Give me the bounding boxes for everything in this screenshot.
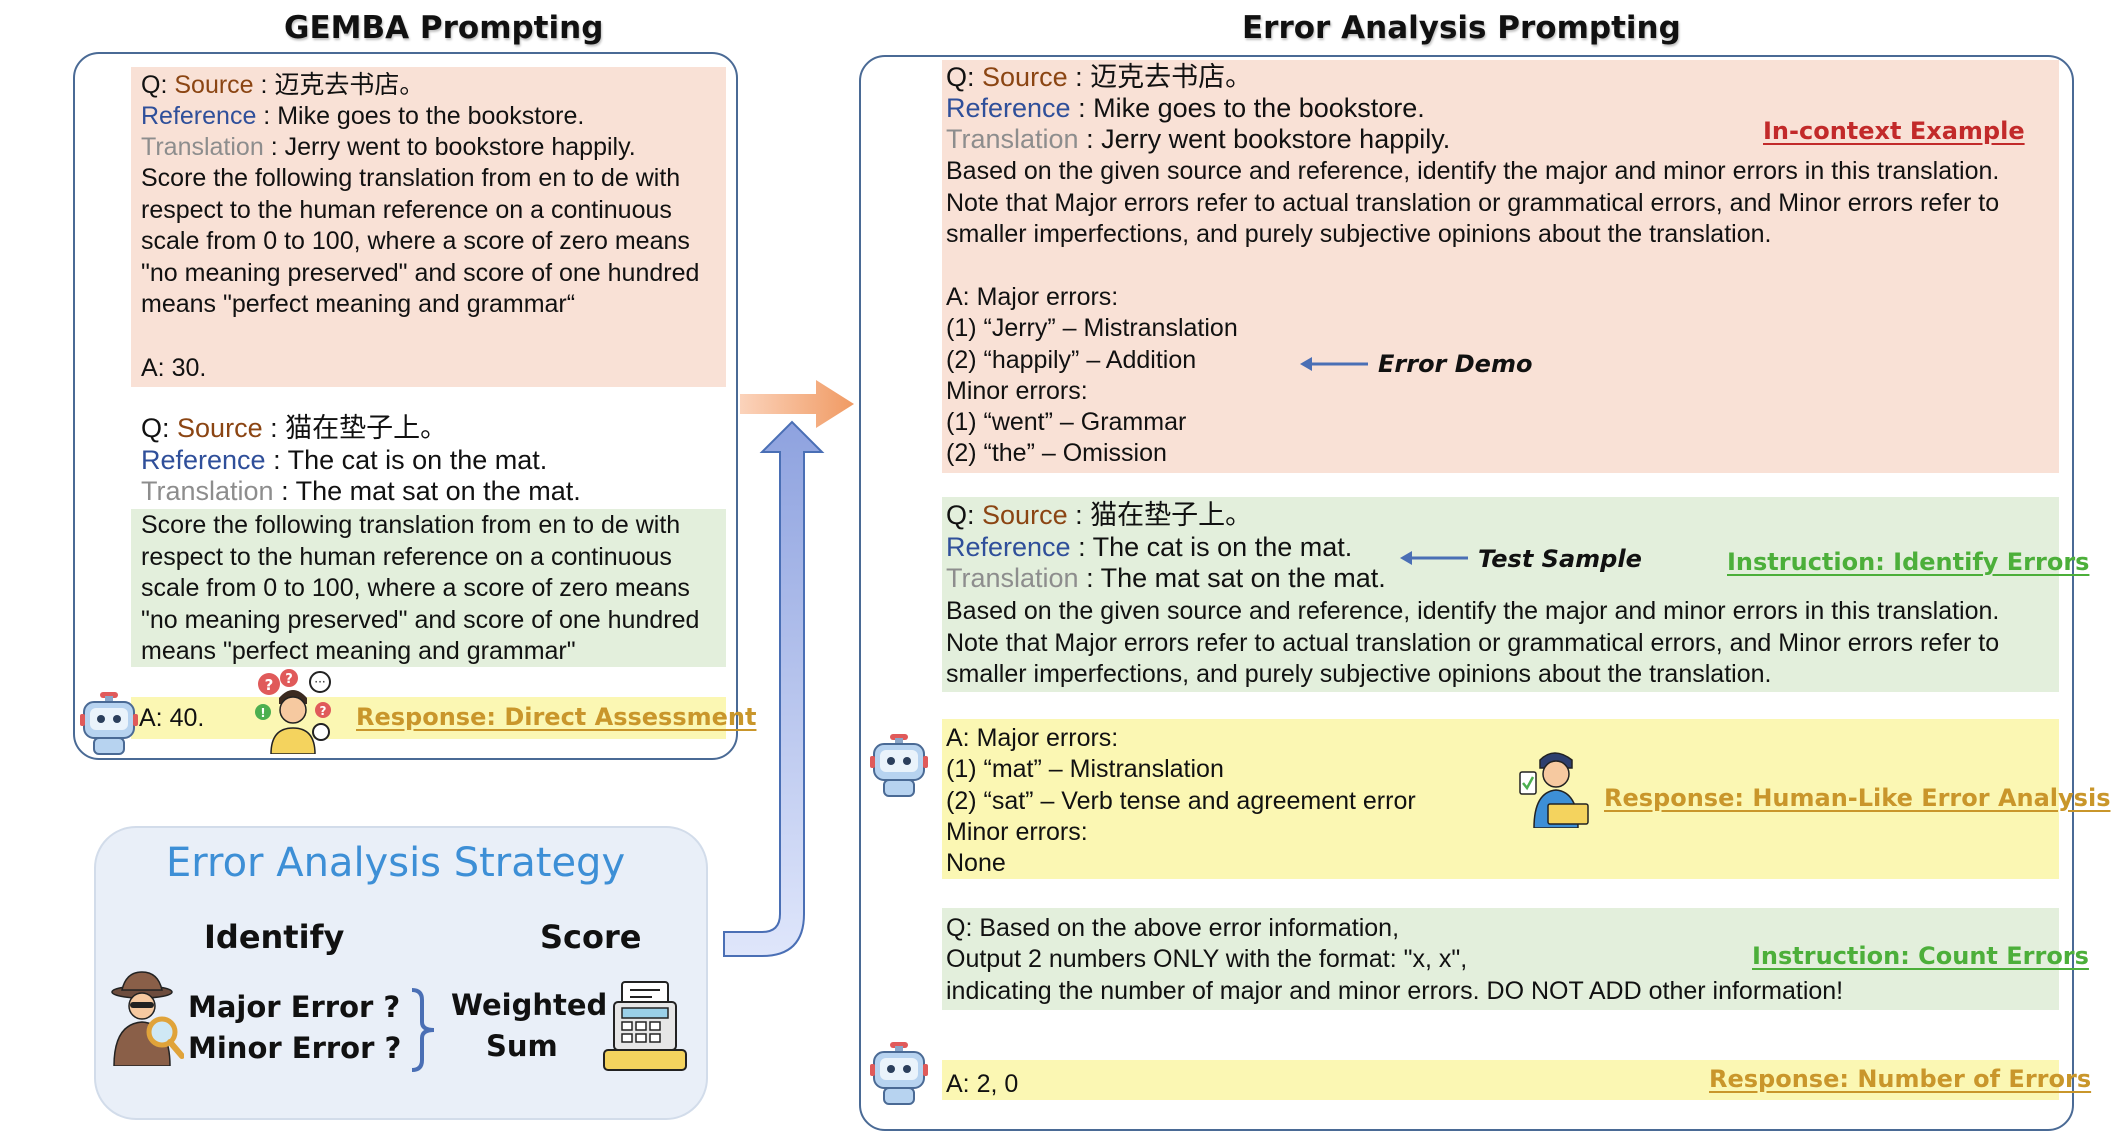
- ea-resp-line-4: Minor errors:: [946, 818, 1088, 846]
- robot-icon: [80, 692, 138, 755]
- gemba-instruction-block: [131, 509, 726, 667]
- gemba-ex2-source: Q: Source : 猫在垫子上。: [141, 413, 448, 443]
- svg-text:···: ···: [314, 675, 325, 689]
- gemba-title: GEMBA Prompting: [284, 10, 604, 46]
- gemba-ex2-instruction: Score the following translation from en …: [141, 511, 700, 665]
- svg-text:?: ?: [285, 672, 293, 687]
- ea-ex-instruction: Based on the given source and reference,…: [946, 157, 2000, 248]
- ea-ex-source: Q: Source : 迈克去书店。: [946, 62, 1253, 92]
- gemba-ex1-answer: A: 30.: [141, 354, 207, 382]
- analyst-icon: [1519, 752, 1589, 828]
- detective-icon: [111, 971, 184, 1066]
- strategy-box: [94, 826, 708, 1120]
- brace-icon: [411, 988, 435, 1072]
- ea-test-source: Q: Source : 猫在垫子上。: [946, 500, 1253, 530]
- gemba-ex1-source: Q: Source : 迈克去书店。: [141, 71, 425, 99]
- ea-ex-line-2: (1) “Jerry” – Mistranslation: [946, 314, 1238, 342]
- ea-test-instruction: Based on the given source and reference,…: [946, 597, 2000, 688]
- ea-ex-translation: Translation : Jerry went bookstore happi…: [946, 124, 1451, 154]
- svg-text:?: ?: [265, 676, 274, 694]
- gemba-ex2-reference: Reference : The cat is on the mat.: [141, 445, 548, 475]
- gemba-ex1-translation: Translation : Jerry went to bookstore ha…: [141, 133, 636, 161]
- error-demo-note: Error Demo: [1378, 350, 1533, 378]
- major-error-text: Major Error ?: [188, 990, 401, 1024]
- error-analysis-title: Error Analysis Prompting: [1242, 10, 1681, 46]
- robot-icon: [870, 734, 928, 797]
- gemba-ex2-translation: Translation : The mat sat on the mat.: [141, 476, 581, 506]
- svg-text:?: ?: [320, 704, 327, 718]
- robot-icon: [870, 1042, 928, 1105]
- error-analysis-response-block: [942, 719, 2059, 879]
- ea-test-translation: Translation : The mat sat on the mat.: [946, 563, 1386, 593]
- in-context-example-label: In-context Example: [1763, 117, 2025, 145]
- left-arrow-icon: [1300, 357, 1368, 371]
- identify-heading: Identify: [204, 918, 345, 956]
- left-arrow-icon: [1400, 551, 1468, 565]
- svg-text:!: !: [260, 706, 265, 720]
- test-sample-note: Test Sample: [1478, 545, 1642, 573]
- gemba-ex1-instruction: Score the following translation from en …: [141, 164, 700, 318]
- number-response-block: [942, 1060, 2059, 1100]
- gemba-example-block: [131, 67, 726, 387]
- confused-person-icon: ? ? ··· ! ?: [255, 669, 331, 754]
- ea-resp-line-1: A: Major errors:: [946, 724, 1119, 752]
- ea-ex-line-1: A: Major errors:: [946, 283, 1119, 311]
- instruction-count-errors-label: Instruction: Count Errors: [1752, 942, 2089, 970]
- ea-ex-line-4: Minor errors:: [946, 377, 1088, 405]
- sum-text: Sum: [486, 1029, 558, 1063]
- ea-ex-line-3: (2) “happily” – Addition: [946, 346, 1197, 374]
- number-answer: A: 2, 0: [946, 1070, 1019, 1098]
- response-human-like-label: Response: Human-Like Error Analysis: [1604, 784, 2111, 812]
- response-number-of-errors-label: Response: Number of Errors: [1709, 1065, 2092, 1093]
- response-direct-assessment-label: Response: Direct Assessment: [356, 703, 757, 731]
- gemba-ex1-reference: Reference : Mike goes to the bookstore.: [141, 102, 585, 130]
- ea-test-reference: Reference : The cat is on the mat.: [946, 532, 1353, 562]
- test-sample-block: [942, 497, 2059, 692]
- ea-resp-line-5: None: [946, 849, 1006, 877]
- ea-resp-line-2: (1) “mat” – Mistranslation: [946, 755, 1224, 783]
- ea-ex-line-6: (2) “the” – Omission: [946, 439, 1167, 467]
- count-errors-block: [942, 908, 2059, 1010]
- weighted-text: Weighted: [451, 988, 608, 1022]
- in-context-example-block: [942, 60, 2059, 473]
- arrow-right: [740, 380, 854, 428]
- arrow-up: [723, 420, 825, 957]
- gemba-ex2-answer: A: 40.: [139, 704, 205, 732]
- count-line-2: Output 2 numbers ONLY with the format: "…: [946, 945, 1468, 973]
- ea-resp-line-3: (2) “sat” – Verb tense and agreement err…: [946, 787, 1416, 815]
- score-heading: Score: [540, 918, 642, 956]
- count-line-1: Q: Based on the above error information,: [946, 914, 1400, 942]
- minor-error-text: Minor Error ?: [188, 1031, 402, 1065]
- ea-ex-line-5: (1) “went” – Grammar: [946, 408, 1187, 436]
- strategy-title: Error Analysis Strategy: [166, 840, 626, 886]
- ea-ex-reference: Reference : Mike goes to the bookstore.: [946, 93, 1425, 123]
- count-line-3: indicating the number of major and minor…: [946, 977, 1844, 1005]
- gemba-response-block: [131, 697, 726, 739]
- instruction-identify-errors-label: Instruction: Identify Errors: [1727, 548, 2090, 576]
- calculator-icon: [603, 981, 687, 1071]
